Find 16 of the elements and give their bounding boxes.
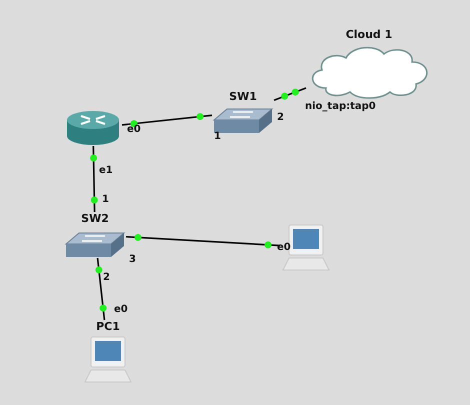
- node-label: SW2: [80, 212, 110, 225]
- node-label: Cloud 1: [344, 28, 394, 41]
- connector-line: [274, 87, 306, 101]
- connector-line: [122, 114, 212, 126]
- node-label: SW1: [228, 90, 258, 103]
- port-label: 3: [129, 254, 136, 266]
- port-label: 2: [103, 272, 110, 284]
- port-label: e0: [127, 124, 141, 136]
- port-label: 1: [102, 194, 109, 206]
- port-label: 2: [277, 112, 284, 124]
- port-label: 1: [214, 131, 221, 143]
- port-label: e1: [99, 165, 113, 177]
- node-label: PC1: [95, 320, 121, 333]
- port-label: e0: [277, 242, 291, 254]
- port-label: nio_tap:tap0: [305, 101, 376, 113]
- port-label: e0: [114, 304, 128, 316]
